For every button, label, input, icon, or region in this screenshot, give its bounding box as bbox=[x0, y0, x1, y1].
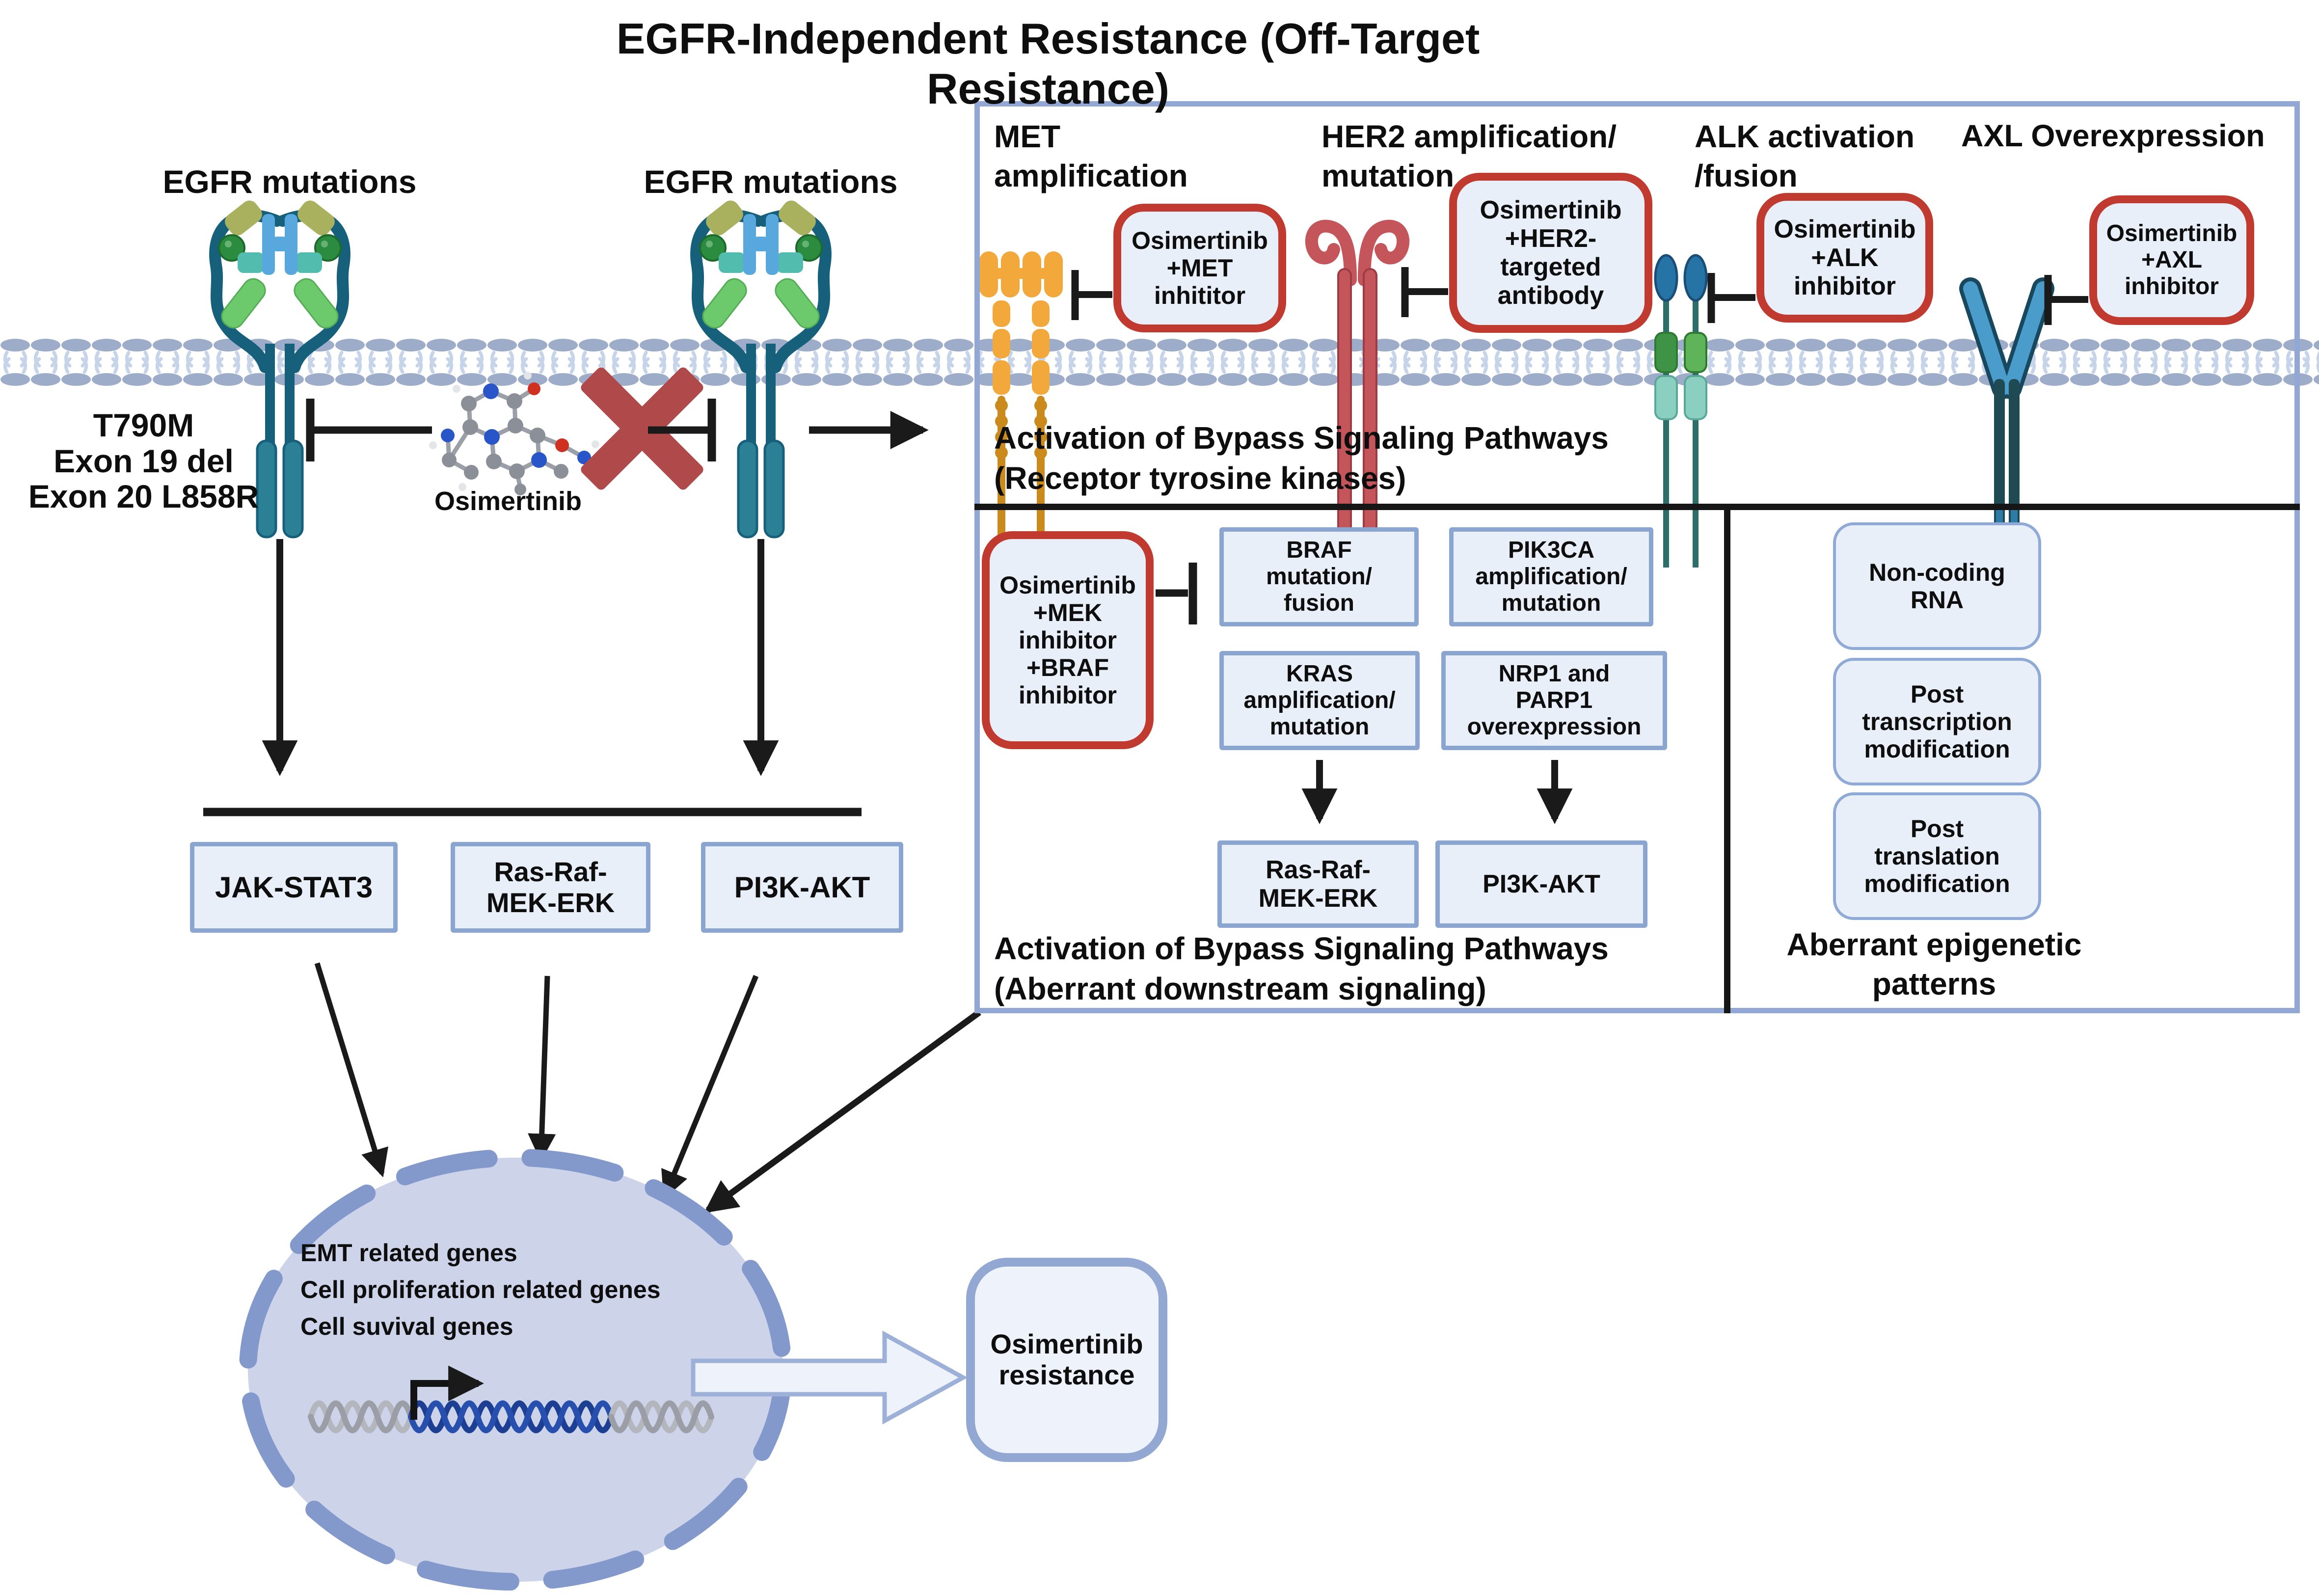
nrp1-parp1-box: NRP1 and PARP1 overexpression bbox=[1441, 651, 1667, 750]
post-translation-box: Post translation modification bbox=[1833, 792, 2041, 920]
epigenetic-section-caption: Aberrant epigenetic patterns bbox=[1786, 927, 2082, 1001]
bypass-panel-frame bbox=[974, 101, 2300, 1013]
met-receptor-icon bbox=[979, 251, 1063, 574]
pathway-box-jak-stat3: JAK-STAT3 bbox=[190, 842, 398, 933]
non-coding-rna-box: Non-coding RNA bbox=[1833, 522, 2041, 650]
therapy-box-axl-inhibitor: Osimertinib +AXL inhibitor bbox=[2089, 195, 2254, 325]
transcription-arrow-icon bbox=[410, 1365, 484, 1420]
red-x-icon bbox=[581, 367, 703, 490]
egfr-mutation-list: T790M Exon 19 del Exon 20 L858R bbox=[28, 407, 259, 515]
block-arrow-icon bbox=[691, 1330, 968, 1425]
pi3k-akt-box: PI3K-AKT bbox=[1435, 840, 1647, 928]
nucleus-gene-list: EMT related genes Cell proliferation rel… bbox=[300, 1239, 661, 1340]
egfr-mutations-label-left: EGFR mutations bbox=[162, 163, 417, 200]
cell-membrane-icon bbox=[0, 339, 2319, 386]
post-transcription-box: Post transcription modification bbox=[1833, 658, 2041, 785]
alk-activation-label: ALK activation /fusion bbox=[1695, 119, 1915, 193]
alk-receptor-icon bbox=[1654, 254, 1708, 568]
axl-receptor-icon bbox=[1959, 277, 2054, 574]
axl-overexpression-label: AXL Overexpression bbox=[1961, 119, 2265, 153]
rtk-section-caption: Activation of Bypass Signaling Pathways … bbox=[994, 420, 1609, 496]
downstream-section-caption: Activation of Bypass Signaling Pathways … bbox=[994, 931, 1609, 1006]
figure-title: EGFR-Independent Resistance (Off-Target … bbox=[616, 14, 1480, 113]
pik3ca-amplification-box: PIK3CA amplification/ mutation bbox=[1449, 527, 1653, 626]
panel-vertical-divider bbox=[1724, 504, 1730, 1013]
osimertinib-molecule-icon bbox=[429, 372, 601, 495]
rasraf-mek-erk-box: Ras-Raf- MEK-ERK bbox=[1217, 840, 1419, 928]
kras-amplification-box: KRAS amplification/ mutation bbox=[1219, 651, 1420, 750]
osimertinib-molecule-label: Osimertinib bbox=[434, 487, 582, 516]
connector-arrows bbox=[203, 267, 2088, 1213]
met-amplification-label: MET amplification bbox=[994, 119, 1188, 193]
osimertinib-resistance-box: Osimertinib resistance bbox=[966, 1258, 1167, 1462]
therapy-box-met-inhibitor: Osimertinib +MET inhititor bbox=[1113, 204, 1286, 332]
her2-amplification-label: HER2 amplification/ mutation bbox=[1321, 119, 1617, 193]
therapy-box-mek-braf-inhibitor: Osimertinib +MEK inhibitor +BRAF inhibit… bbox=[982, 531, 1154, 749]
dna-icon bbox=[308, 1400, 714, 1434]
pathway-box-ras-raf-mek-erk: Ras-Raf- MEK-ERK bbox=[451, 842, 650, 933]
therapy-box-alk-inhibitor: Osimertinib +ALK inhibitor bbox=[1756, 193, 1933, 323]
panel-horizontal-divider bbox=[974, 504, 2300, 510]
therapy-box-her2-antibody: Osimertinib +HER2- targeted antibody bbox=[1449, 173, 1652, 333]
braf-mutation-box: BRAF mutation/ fusion bbox=[1219, 527, 1419, 626]
egfr-mutations-label-right: EGFR mutations bbox=[644, 163, 898, 200]
pathway-box-pi3k-akt: PI3K-AKT bbox=[701, 842, 903, 933]
